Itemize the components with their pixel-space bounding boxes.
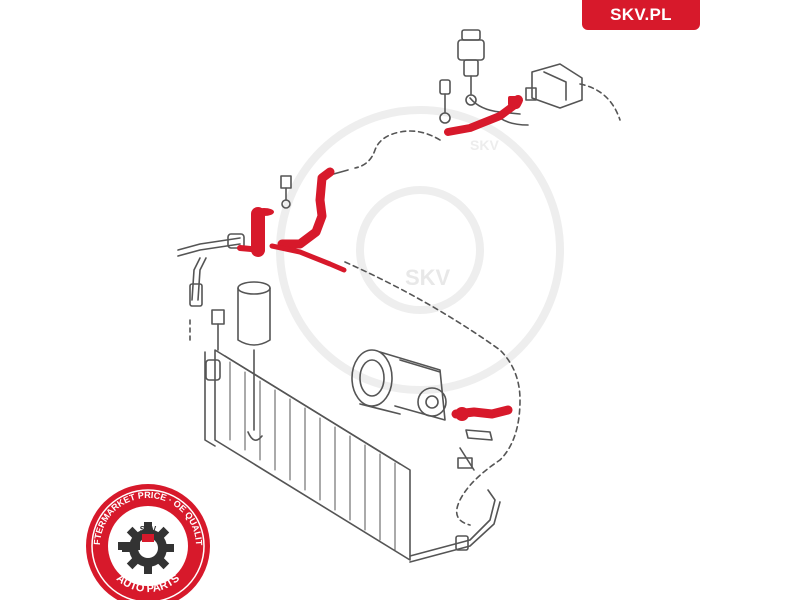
watermark-text: SKV [405,265,451,290]
receiver-drier [237,281,271,441]
bolt-fitting-2 [211,309,225,351]
service-valve-top [439,79,451,124]
condenser [204,349,411,561]
hose-connector-block [525,63,583,109]
brand-badge[interactable]: SKV.PL [582,0,700,30]
red-hose-fittings [254,96,518,421]
seal-center-text: SKV [140,525,157,534]
hose-coupling [227,233,245,249]
brand-label: SKV.PL [610,5,672,24]
compressor [351,349,447,421]
watermark-text-small: SKV [470,137,499,153]
pressure-switch [457,29,485,106]
hose-clamp [455,535,469,551]
bolt-fitting-3 [457,429,493,471]
bolt-fitting-1 [280,175,292,209]
seal-top-text: AFTERMARKET PRICE · OE QUALITY [0,0,204,546]
gear-icon [118,522,174,574]
